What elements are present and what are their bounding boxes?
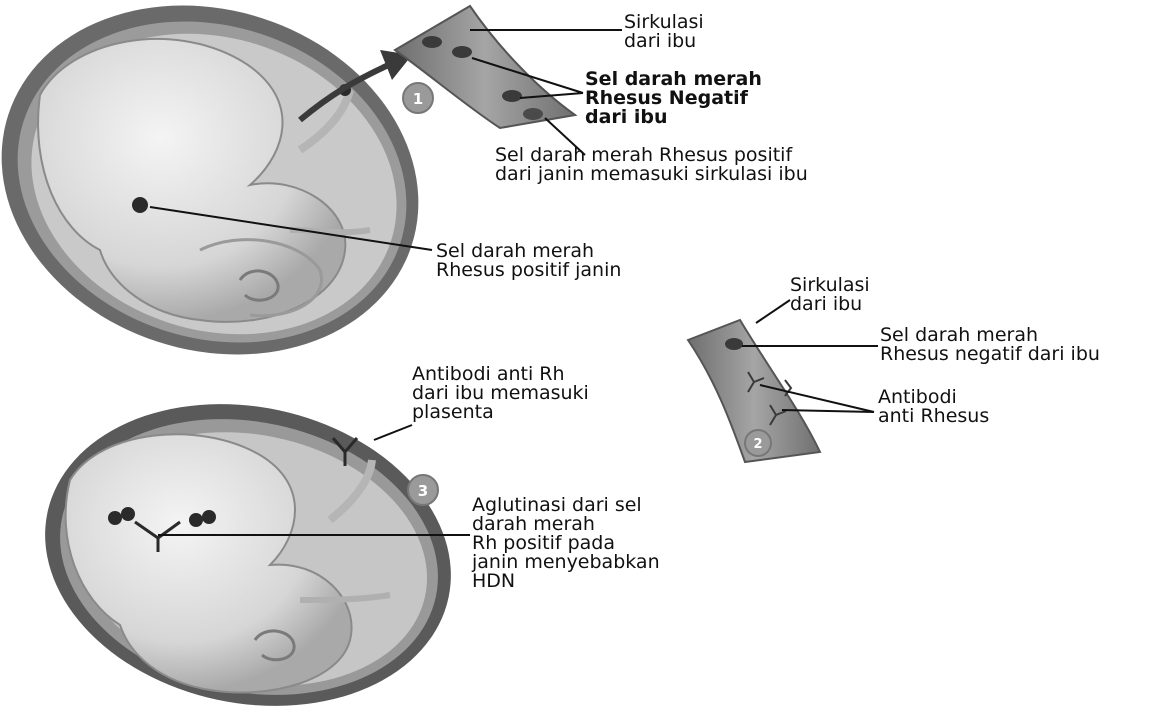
label-line: Rhesus negatif dari ibu (880, 345, 1100, 364)
label-maternal-circulation-middle: Sirkulasi dari ibu (790, 276, 870, 314)
rbc (452, 46, 472, 58)
rbc (502, 90, 522, 102)
label-line: dari ibu (790, 295, 870, 314)
label-line: anti Rhesus (878, 407, 989, 426)
label-rh-negative-rbc-middle: Sel darah merah Rhesus negatif dari ibu (880, 326, 1100, 364)
label-maternal-circulation-top: Sirkulasi dari ibu (624, 13, 704, 51)
label-anti-rhesus-antibody: Antibodi anti Rhesus (878, 388, 989, 426)
step-badge-2-text: 2 (753, 437, 762, 452)
rbc (523, 108, 543, 120)
step-badge-1-text: 1 (413, 90, 423, 108)
label-agglutination-hdn: Aglutinasi dari sel darah merah Rh posit… (472, 496, 660, 591)
label-line: dari ibu (624, 32, 704, 51)
label-antibody-entering-placenta: Antibodi anti Rh dari ibu memasuki plase… (412, 365, 589, 422)
rbc (422, 36, 442, 48)
fetal-rbc-marker (132, 197, 148, 213)
label-rh-negative-rbc-top: Sel darah merah Rhesus Negatif dari ibu (585, 70, 762, 127)
label-line: plasenta (412, 403, 589, 422)
label-rh-positive-entering: Sel darah merah Rhesus positif dari jani… (495, 146, 808, 184)
label-line: Rhesus positif janin (436, 261, 621, 280)
rbc (725, 338, 743, 350)
step-badge-3-text: 3 (418, 482, 428, 500)
label-line: HDN (472, 572, 660, 591)
label-line: dari ibu (585, 108, 762, 127)
label-fetal-rh-positive: Sel darah merah Rhesus positif janin (436, 242, 621, 280)
label-line: dari janin memasuki sirkulasi ibu (495, 165, 808, 184)
